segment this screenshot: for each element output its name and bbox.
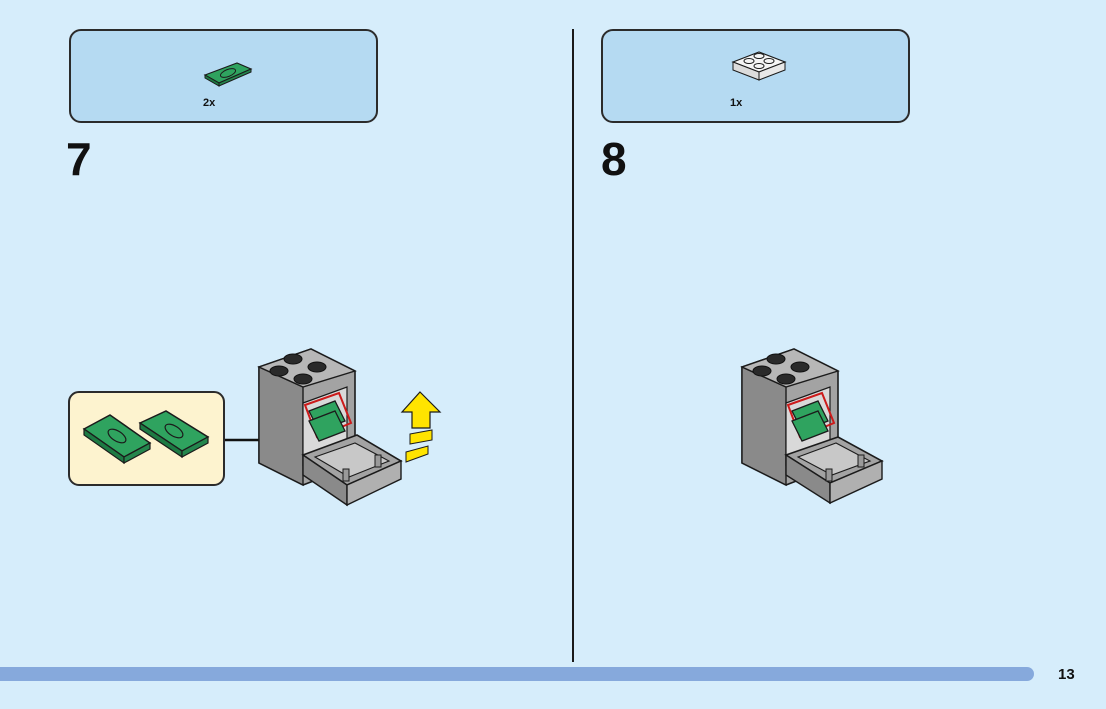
brick-studs <box>752 353 810 385</box>
step7-parts-qty: 2x <box>203 97 216 109</box>
step8-parts-box: 1x <box>601 29 910 123</box>
rotate-up-arrow-icon <box>400 391 442 463</box>
page-number: 13 <box>1058 666 1075 683</box>
money-tiles-pair-icon <box>82 410 210 465</box>
step7-callout <box>68 391 225 486</box>
step8-number: 8 <box>601 133 627 185</box>
money-tile-2-icon <box>138 410 210 459</box>
step-divider <box>572 29 574 662</box>
brick-studs <box>269 353 327 385</box>
white-plate-icon <box>731 51 787 81</box>
money-tile-icon <box>203 62 253 87</box>
step8-parts-qty: 1x <box>730 97 743 109</box>
step7-number: 7 <box>66 133 92 185</box>
step7-parts-box: 2x <box>69 29 378 123</box>
money-tile-1-icon <box>82 414 152 465</box>
footer-bar <box>0 667 1034 681</box>
step7-brick-assembly <box>257 348 403 507</box>
step8-brick-assembly <box>740 348 884 505</box>
